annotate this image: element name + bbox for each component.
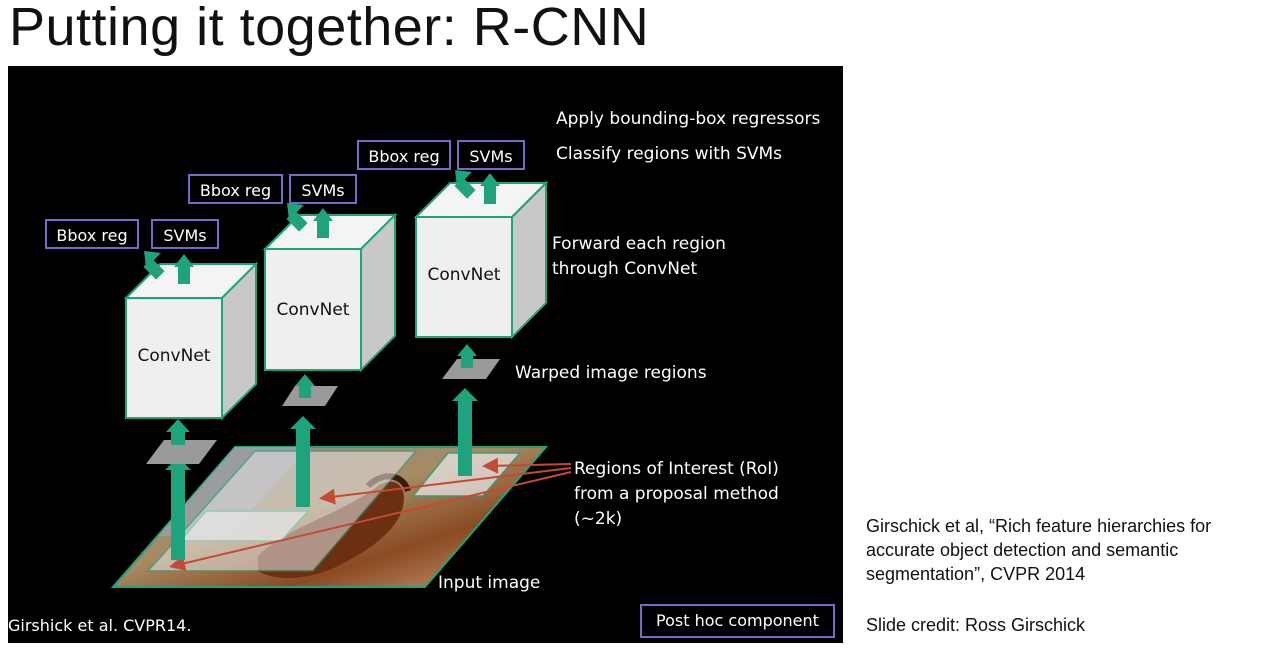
slide-title: Putting it together: R-CNN [9,0,650,57]
panel-footer-citation: Girshick et al. CVPR14. [8,616,192,635]
diagram-graphics [110,170,572,588]
rcnn-diagram: ConvNet ConvNet ConvNet Bbox reg SVMs Bb… [8,66,843,643]
step-forward-line-1: Forward each region [552,234,726,254]
step-roi-line-3: (~2k) [574,509,623,529]
convnet-label-3: ConvNet [427,265,501,285]
input-image-label: Input image [438,573,541,593]
bbox-reg-box-3: Bbox reg [357,140,451,170]
convnet-label-1: ConvNet [137,346,211,366]
slide-credit: Slide credit: Ross Girschick [866,615,1086,635]
bbox-reg-box-2: Bbox reg [188,174,283,204]
pipeline-column-3 [413,170,549,476]
svms-box-2: SVMs [289,174,357,204]
paper-citation: Girschick et al, “Rich feature hierarchi… [866,516,1212,584]
svms-box-1: SVMs [151,219,219,249]
pipeline-column-2 [262,203,398,507]
post-hoc-box: Post hoc component [640,604,835,638]
svms-box-3: SVMs [457,140,525,170]
step-roi-line-2: from a proposal method [574,484,779,504]
roi-pointer-lines [169,457,572,572]
pipeline-column-1 [123,251,259,560]
convnet-label-2: ConvNet [276,300,350,320]
step-classify-svms: Classify regions with SVMs [556,144,783,164]
bbox-reg-box-1: Bbox reg [45,219,139,249]
step-forward-line-2: through ConvNet [552,259,698,279]
step-warped-regions: Warped image regions [515,363,707,383]
step-bbox-regressors: Apply bounding-box regressors [556,109,821,129]
step-roi-line-1: Regions of Interest (RoI) [574,459,779,479]
